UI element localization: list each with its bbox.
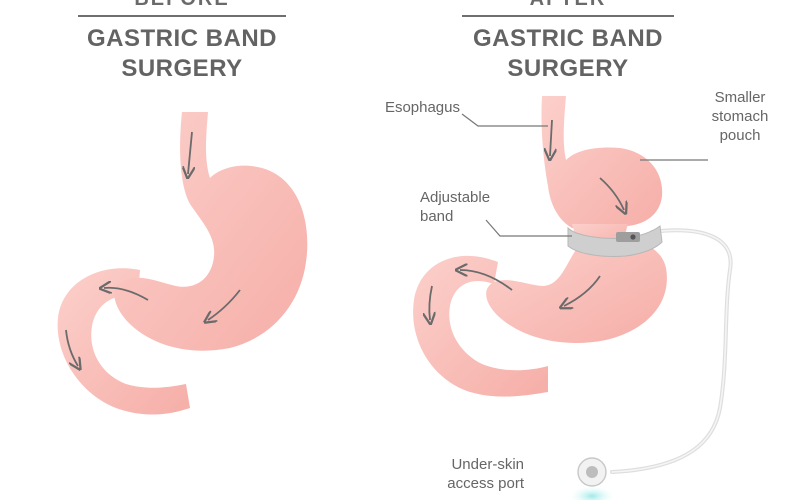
before-title-line2: SURGERY (121, 55, 243, 82)
access-port-center (586, 466, 598, 478)
before-cut-label: BEFORE (78, 0, 286, 11)
port-label-line2: access port (447, 475, 524, 492)
after-arrow-pouch (599, 177, 624, 210)
pouch-label-line2: stomach (711, 108, 769, 125)
connection-tube-highlight (611, 229, 732, 473)
after-header-rule (462, 15, 674, 17)
before-duodenum (57, 268, 191, 415)
before-arrow-esophagus (188, 131, 192, 174)
esophagus-leader (461, 113, 548, 127)
band-label-line2: band (420, 208, 454, 225)
adjustable-band (567, 225, 663, 257)
after-arrow-pylorus (460, 270, 513, 291)
pouch-label-line1: Smaller (714, 89, 766, 106)
band-connector-dot (630, 234, 636, 240)
before-stomach (57, 112, 308, 415)
after-duodenum (413, 255, 548, 397)
after-stomach (413, 96, 733, 500)
after-title-line1: GASTRIC BAND (473, 25, 663, 52)
before-arrow-pylorus (104, 288, 149, 301)
after-arrow-esophagus (550, 119, 552, 156)
before-header-rule (78, 15, 286, 17)
before-arrow-body (208, 289, 241, 320)
after-stomach-pouch (541, 96, 663, 228)
port-glow (570, 486, 614, 500)
band-label-line1: Adjustable (420, 189, 491, 206)
after-title-line2: SURGERY (507, 55, 629, 82)
pouch-label-line3: pouch (719, 127, 761, 144)
after-lower-stomach (486, 238, 667, 343)
esophagus-label: Esophagus (384, 99, 460, 116)
after-arrow-lower (564, 275, 601, 306)
after-arrow-duodenum (429, 285, 432, 320)
before-title-line1: GASTRIC BAND (87, 25, 277, 52)
before-arrow-duodenum (65, 329, 78, 366)
before-stomach-body (114, 112, 308, 351)
band-connector (616, 232, 640, 242)
port-label-line1: Under-skin (451, 456, 524, 473)
after-cut-label: AFTER (462, 0, 674, 11)
band-leader (485, 219, 572, 237)
